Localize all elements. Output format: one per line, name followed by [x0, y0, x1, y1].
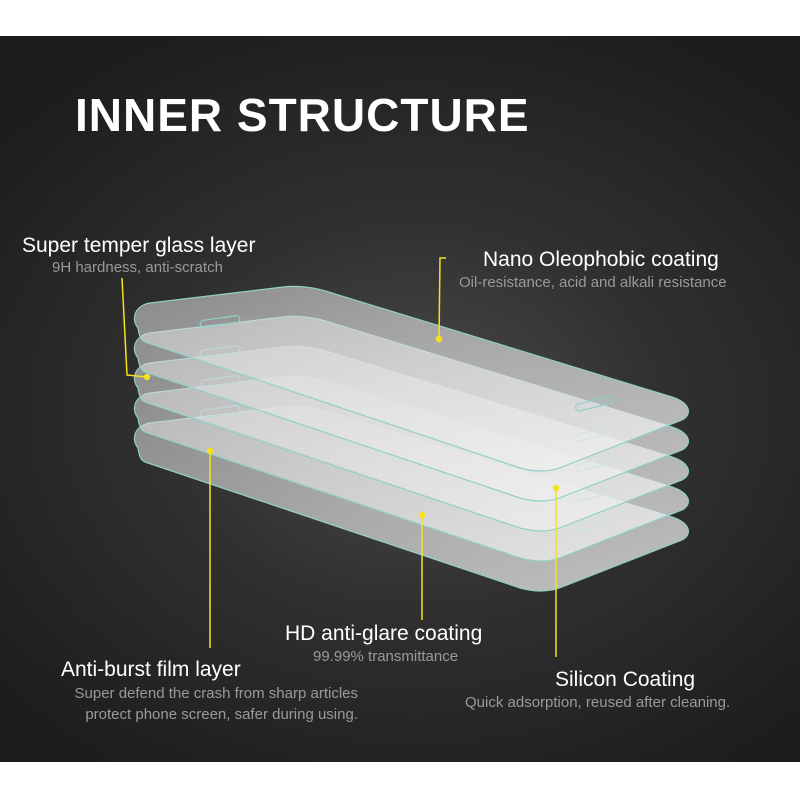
- glass-layer-1: [133, 285, 690, 472]
- label-super-temper-title: Super temper glass layer: [22, 234, 256, 257]
- callout-dot-nano: [435, 335, 443, 343]
- infographic-panel: INNER STRUCTURE Super temper glass layer…: [0, 36, 800, 762]
- speaker-slot: [199, 315, 241, 328]
- label-hd-title: HD anti-glare coating: [285, 622, 483, 645]
- page-title: INNER STRUCTURE: [75, 89, 530, 141]
- callout-dot-hd: [418, 511, 426, 519]
- label-silicon-title: Silicon Coating: [555, 668, 696, 691]
- glass-layers-illustration: [121, 257, 690, 657]
- callout-line-super-temper: [121, 277, 147, 378]
- callout-line-nano: [438, 257, 446, 340]
- callout-dot-super-temper: [143, 373, 151, 381]
- label-anti-burst-desc-2: protect phone screen, safer during using…: [85, 706, 358, 723]
- label-anti-burst-title: Anti-burst film layer: [61, 658, 241, 681]
- label-super-temper-desc: 9H hardness, anti-scratch: [52, 259, 223, 276]
- callout-dot-anti-burst: [206, 447, 214, 455]
- label-anti-burst-desc-1: Super defend the crash from sharp articl…: [74, 685, 358, 702]
- speaker-slot: [575, 395, 616, 412]
- callout-dot-silicon: [552, 484, 560, 492]
- label-silicon-desc: Quick adsorption, reused after cleaning.: [465, 694, 731, 711]
- label-hd-desc: 99.99% transmittance: [313, 648, 459, 665]
- label-nano-title: Nano Oleophobic coating: [483, 248, 719, 271]
- label-nano-desc: Oil-resistance, acid and alkali resistan…: [459, 274, 727, 291]
